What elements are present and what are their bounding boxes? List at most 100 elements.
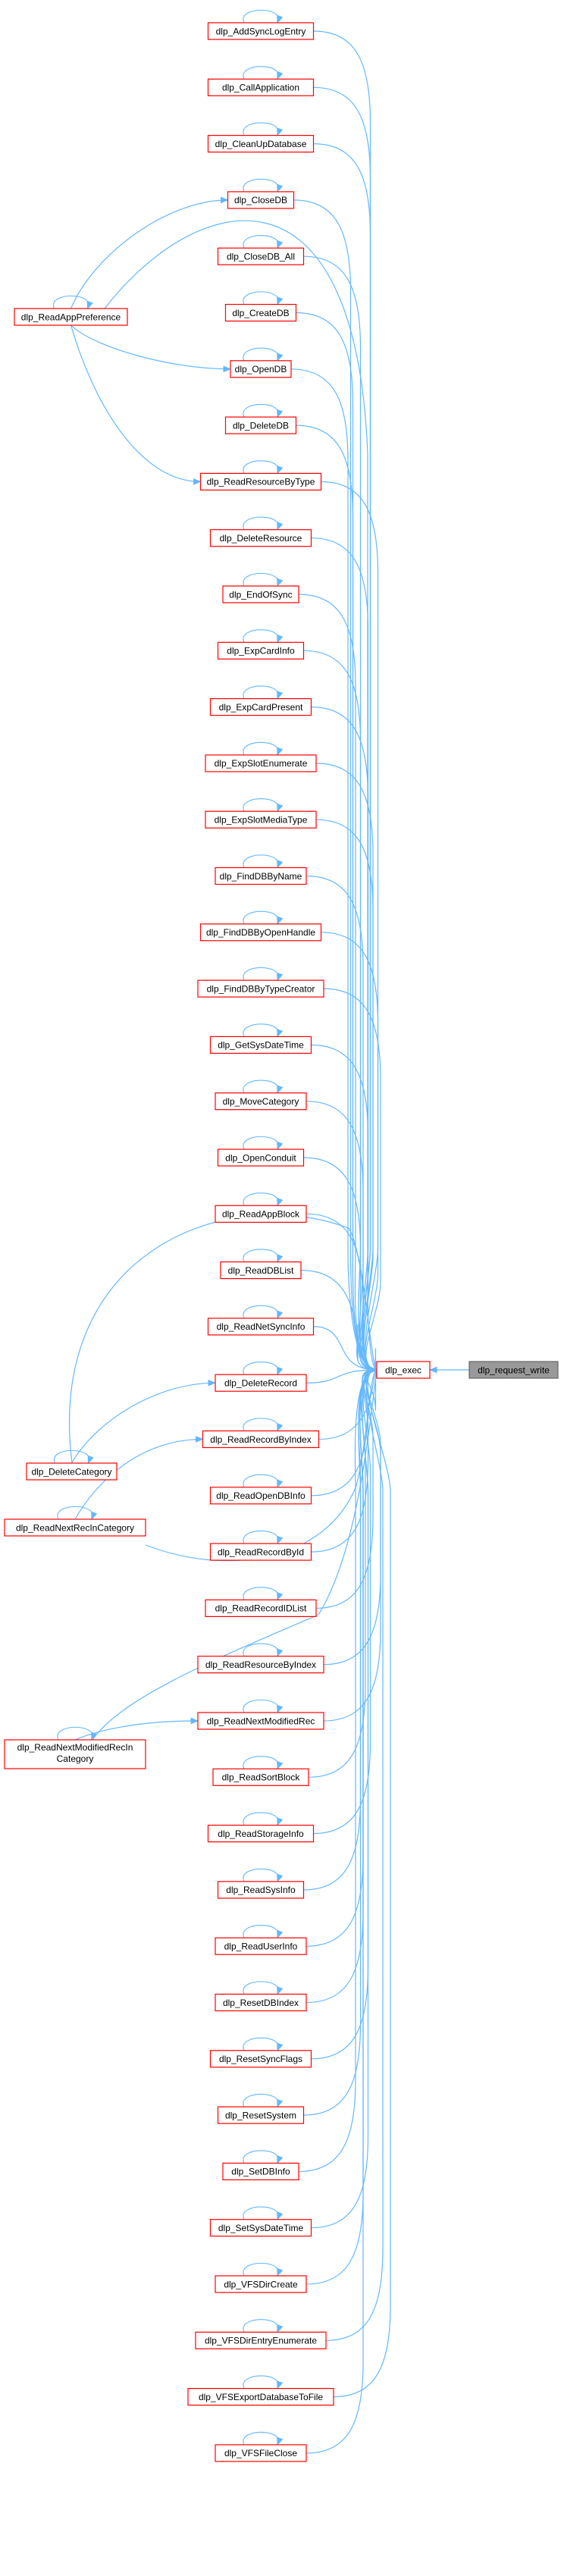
self-call-loop-dlp_CreateDB bbox=[243, 291, 284, 306]
node-box bbox=[209, 697, 312, 716]
node-label: dlp_ExpSlotMediaType bbox=[215, 815, 308, 826]
self-call-loop-dlp_DeleteCategory bbox=[53, 1449, 94, 1465]
node-dlp-readstorageinfo[interactable]: dlp_ReadStorageInfo bbox=[207, 1825, 315, 1843]
node-dlp-finddbbyname[interactable]: dlp_FindDBByName bbox=[215, 867, 307, 885]
node-dlp-request-write[interactable]: dlp_request_write bbox=[468, 1361, 559, 1379]
self-call-loop-dlp_DeleteDB bbox=[243, 404, 284, 418]
node-dlp-deletecategory[interactable]: dlp_DeleteCategory bbox=[26, 1462, 118, 1481]
node-label: dlp_DeleteDB bbox=[233, 420, 289, 431]
node-dlp-setsysdatetime[interactable]: dlp_SetSysDateTime bbox=[209, 2219, 312, 2237]
self-call-loop-dlp_ResetSyncFlags bbox=[243, 2037, 284, 2052]
self-call-loop-dlp_ReadStorageInfo bbox=[243, 1812, 284, 1826]
node-dlp-expcardinfo[interactable]: dlp_ExpCardInfo bbox=[217, 641, 305, 660]
edge-dlp_VFSFileClose-to-dlp-exec bbox=[306, 1366, 378, 2454]
node-dlp-readrecordidlist[interactable]: dlp_ReadRecordIDList bbox=[205, 1599, 317, 1617]
node-dlp-deleteresource[interactable]: dlp_DeleteResource bbox=[209, 529, 312, 547]
node-dlp-vfsdirentryenumerate[interactable]: dlp_VFSDirEntryEnumerate bbox=[195, 2331, 327, 2349]
node-dlp-setdbinfo[interactable]: dlp_SetDBInfo bbox=[222, 2162, 299, 2180]
node-box bbox=[209, 2219, 312, 2237]
node-dlp-expslotenumerate[interactable]: dlp_ExpSlotEnumerate bbox=[205, 754, 317, 772]
node-label: dlp_ReadOpenDBInfo bbox=[216, 1490, 306, 1501]
node-dlp-readappblock[interactable]: dlp_ReadAppBlock bbox=[215, 1205, 307, 1223]
node-dlp-readsysinfo[interactable]: dlp_ReadSysInfo bbox=[217, 1881, 305, 1899]
node-dlp-readresourcebyindex[interactable]: dlp_ReadResourceByIndex bbox=[197, 1656, 324, 1674]
node-label: dlp_GetSysDateTime bbox=[218, 1040, 304, 1051]
node-dlp-readrecordbyindex[interactable]: dlp_ReadRecordByIndex bbox=[202, 1430, 320, 1449]
node-dlp-createdb[interactable]: dlp_CreateDB bbox=[224, 303, 297, 322]
node-dlp-vfsdircreate[interactable]: dlp_VFSDirCreate bbox=[215, 2275, 307, 2293]
node-dlp-expslotmediatype[interactable]: dlp_ExpSlotMediaType bbox=[205, 810, 317, 829]
node-dlp-deletedb[interactable]: dlp_DeleteDB bbox=[224, 416, 297, 434]
node-dlp-vfsexportdatabasetofile[interactable]: dlp_VFSExportDatabaseToFile bbox=[187, 2388, 334, 2406]
node-dlp-endofsync[interactable]: dlp_EndOfSync bbox=[222, 585, 299, 603]
node-label: dlp_request_write bbox=[478, 1365, 550, 1375]
self-call-loop-dlp_ReadNextRecInCategory bbox=[57, 1506, 98, 1521]
node-dlp-exec[interactable]: dlp_exec bbox=[376, 1361, 431, 1379]
self-call-loop-dlp_SetDBInfo bbox=[243, 2150, 284, 2164]
node-box bbox=[26, 1462, 118, 1481]
node-dlp-readsortblock[interactable]: dlp_ReadSortBlock bbox=[212, 1768, 309, 1786]
node-box bbox=[207, 1318, 315, 1336]
node-dlp-readopendbinfo[interactable]: dlp_ReadOpenDBInfo bbox=[209, 1487, 312, 1505]
node-label: dlp_ResetDBIndex bbox=[223, 1998, 299, 2008]
edge-dlp_ReadNextRecInCategory-to-dlp_exec bbox=[145, 1366, 378, 1562]
self-call-loop-dlp_CleanUpDatabase bbox=[243, 122, 284, 136]
node-dlp-readnextrecincategory[interactable]: dlp_ReadNextRecInCategory bbox=[4, 1518, 146, 1537]
node-dlp-getsysdatetime[interactable]: dlp_GetSysDateTime bbox=[209, 1036, 312, 1055]
self-call-loop-dlp_AddSyncLogEntry bbox=[243, 9, 284, 24]
node-box bbox=[197, 979, 324, 998]
edge-dlp_ReadAppPreference-to-dlp_CloseDB bbox=[70, 196, 229, 309]
node-label: dlp_ReadRecordById bbox=[218, 1547, 304, 1557]
node-dlp-resetdbindex[interactable]: dlp_ResetDBIndex bbox=[215, 1993, 307, 2012]
edge-dlp_ReadAppPreference-to-dlp_OpenDB bbox=[70, 324, 232, 373]
node-label: dlp_FindDBByOpenHandle bbox=[206, 927, 315, 938]
node-box bbox=[215, 1937, 307, 1955]
node-box bbox=[227, 191, 295, 209]
node-label: dlp_VFSFileClose bbox=[224, 2448, 297, 2458]
node-dlp-finddbbyopenhandle[interactable]: dlp_FindDBByOpenHandle bbox=[199, 923, 322, 942]
node-dlp-openconduit[interactable]: dlp_OpenConduit bbox=[217, 1149, 305, 1167]
self-call-loop-dlp_ExpCardInfo bbox=[243, 629, 284, 644]
self-call-loop-dlp_ReadSysInfo bbox=[243, 1868, 284, 1883]
node-dlp-readapppreference[interactable]: dlp_ReadAppPreference bbox=[14, 308, 128, 326]
node-dlp-readnetsyncinfo[interactable]: dlp_ReadNetSyncInfo bbox=[207, 1318, 315, 1336]
node-box bbox=[205, 810, 317, 829]
node-dlp-opendb[interactable]: dlp_OpenDB bbox=[230, 360, 292, 378]
node-dlp-closedb[interactable]: dlp_CloseDB bbox=[227, 191, 295, 209]
node-label: dlp_CloseDB bbox=[234, 195, 287, 205]
node-dlp-readuserinfo[interactable]: dlp_ReadUserInfo bbox=[215, 1937, 307, 1955]
node-dlp-callapplication[interactable]: dlp_CallApplication bbox=[207, 78, 315, 96]
node-dlp-addsynclogentry[interactable]: dlp_AddSyncLogEntry bbox=[207, 22, 315, 40]
node-box bbox=[197, 1656, 324, 1674]
node-dlp-readnextmodifiedrec[interactable]: dlp_ReadNextModifiedRec bbox=[197, 1712, 324, 1730]
node-box bbox=[215, 2275, 307, 2293]
node-label: dlp_CloseDB_All bbox=[227, 252, 295, 262]
edge-dlp_ReadNextRecInCategory-to-dlp_ReadRecordByIndex bbox=[74, 1436, 204, 1520]
node-box bbox=[217, 641, 305, 660]
node-dlp-closedb-all[interactable]: dlp_CloseDB_All bbox=[217, 247, 305, 265]
self-call-loop-dlp_ReadUserInfo bbox=[243, 1925, 284, 1939]
node-dlp-vfsfileclose[interactable]: dlp_VFSFileClose bbox=[215, 2444, 307, 2462]
node-box bbox=[195, 2331, 327, 2349]
node-label: dlp_ReadNextRecInCategory bbox=[16, 1522, 134, 1533]
node-dlp-readrecordbyid[interactable]: dlp_ReadRecordById bbox=[209, 1543, 312, 1561]
node-dlp-resetsyncflags[interactable]: dlp_ResetSyncFlags bbox=[209, 2050, 312, 2068]
node-label: dlp_VFSDirEntryEnumerate bbox=[205, 2336, 317, 2346]
self-call-loop-dlp_SetSysDateTime bbox=[243, 2206, 284, 2220]
node-dlp-expcardpresent[interactable]: dlp_ExpCardPresent bbox=[209, 697, 312, 716]
node-dlp-finddbbytypecreator[interactable]: dlp_FindDBByTypeCreator bbox=[197, 979, 324, 998]
node-label: dlp_ReadStorageInfo bbox=[218, 1829, 304, 1839]
node-label: dlp_VFSDirCreate bbox=[224, 2279, 298, 2289]
node-dlp-resetsystem[interactable]: dlp_ResetSystem bbox=[217, 2106, 305, 2124]
node-label: dlp_FindDBByTypeCreator bbox=[207, 983, 315, 994]
edge-dlp_SetSysDateTime-to-dlp-exec bbox=[311, 1366, 378, 2229]
node-label: dlp_ReadUserInfo bbox=[224, 1941, 298, 1952]
self-call-loop-dlp_FindDBByName bbox=[243, 854, 284, 869]
node-dlp-readdblist[interactable]: dlp_ReadDBList bbox=[220, 1261, 302, 1280]
node-dlp-movecategory[interactable]: dlp_MoveCategory bbox=[215, 1092, 307, 1111]
node-dlp-deleterecord[interactable]: dlp_DeleteRecord bbox=[215, 1374, 307, 1392]
node-dlp-cleanupdatabase[interactable]: dlp_CleanUpDatabase bbox=[207, 135, 315, 153]
self-call-loop-dlp_ReadNextModifiedRec bbox=[243, 1699, 284, 1714]
node-dlp-readresourcebytype[interactable]: dlp_ReadResourceByType bbox=[199, 472, 322, 491]
